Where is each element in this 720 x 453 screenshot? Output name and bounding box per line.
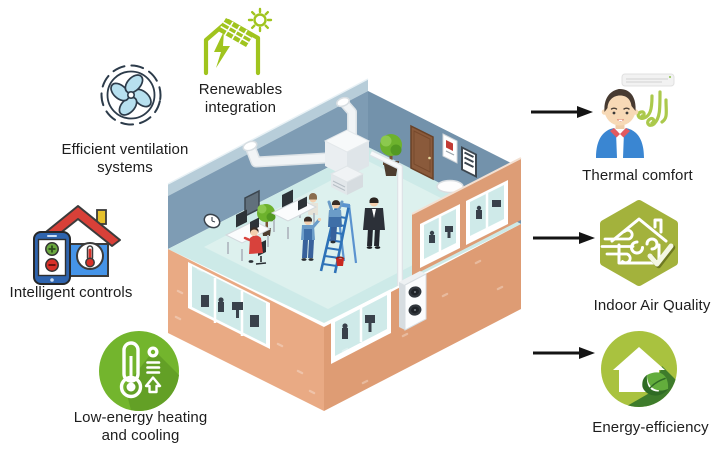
arrow-energy-efficiency-icon <box>533 347 595 359</box>
renewables-label: Renewables integration <box>198 81 283 116</box>
controls-label: Intelligent controls <box>9 284 133 301</box>
door <box>410 124 434 181</box>
heating-label: Low-energy heating and cooling <box>73 409 208 444</box>
indoor-air-quality-label: Indoor Air Quality <box>593 297 711 314</box>
wall-poster <box>442 133 458 164</box>
smart-home-thermostat-icon <box>33 205 121 285</box>
airflow-swirl-icon <box>636 90 668 127</box>
thermometer-badge-icon <box>99 331 179 411</box>
solar-house-icon <box>203 7 273 76</box>
right-wing-wall <box>411 157 522 276</box>
energy-efficiency-label: Energy-efficiency <box>592 419 709 436</box>
fan-icon <box>100 64 162 126</box>
hvac-plenum-box <box>323 129 371 177</box>
wall-board <box>461 146 477 178</box>
front-left-wall <box>168 249 324 411</box>
ac-cassette-unit <box>329 165 365 195</box>
house-airflow-check-icon <box>600 200 678 286</box>
outdoor-condenser-unit <box>399 271 427 331</box>
hvac-duct-system <box>242 96 403 286</box>
tool-bucket <box>335 256 345 266</box>
standing-technician <box>301 216 322 261</box>
seated-worker <box>243 227 267 265</box>
technician-on-ladder <box>327 200 344 244</box>
arrow-indoor-air-quality-icon <box>533 232 595 244</box>
thermal-comfort-label: Thermal comfort <box>582 167 693 184</box>
house-leaf-icon <box>601 331 677 407</box>
desk-far <box>270 189 318 239</box>
arrow-thermal-comfort-icon <box>531 106 593 118</box>
brick-texture <box>174 259 504 395</box>
wall-clock <box>203 213 221 229</box>
man-in-suit <box>363 197 385 249</box>
ventilation-label: Efficient ventilation systems <box>61 141 189 176</box>
person-cooling-icon <box>596 73 675 158</box>
